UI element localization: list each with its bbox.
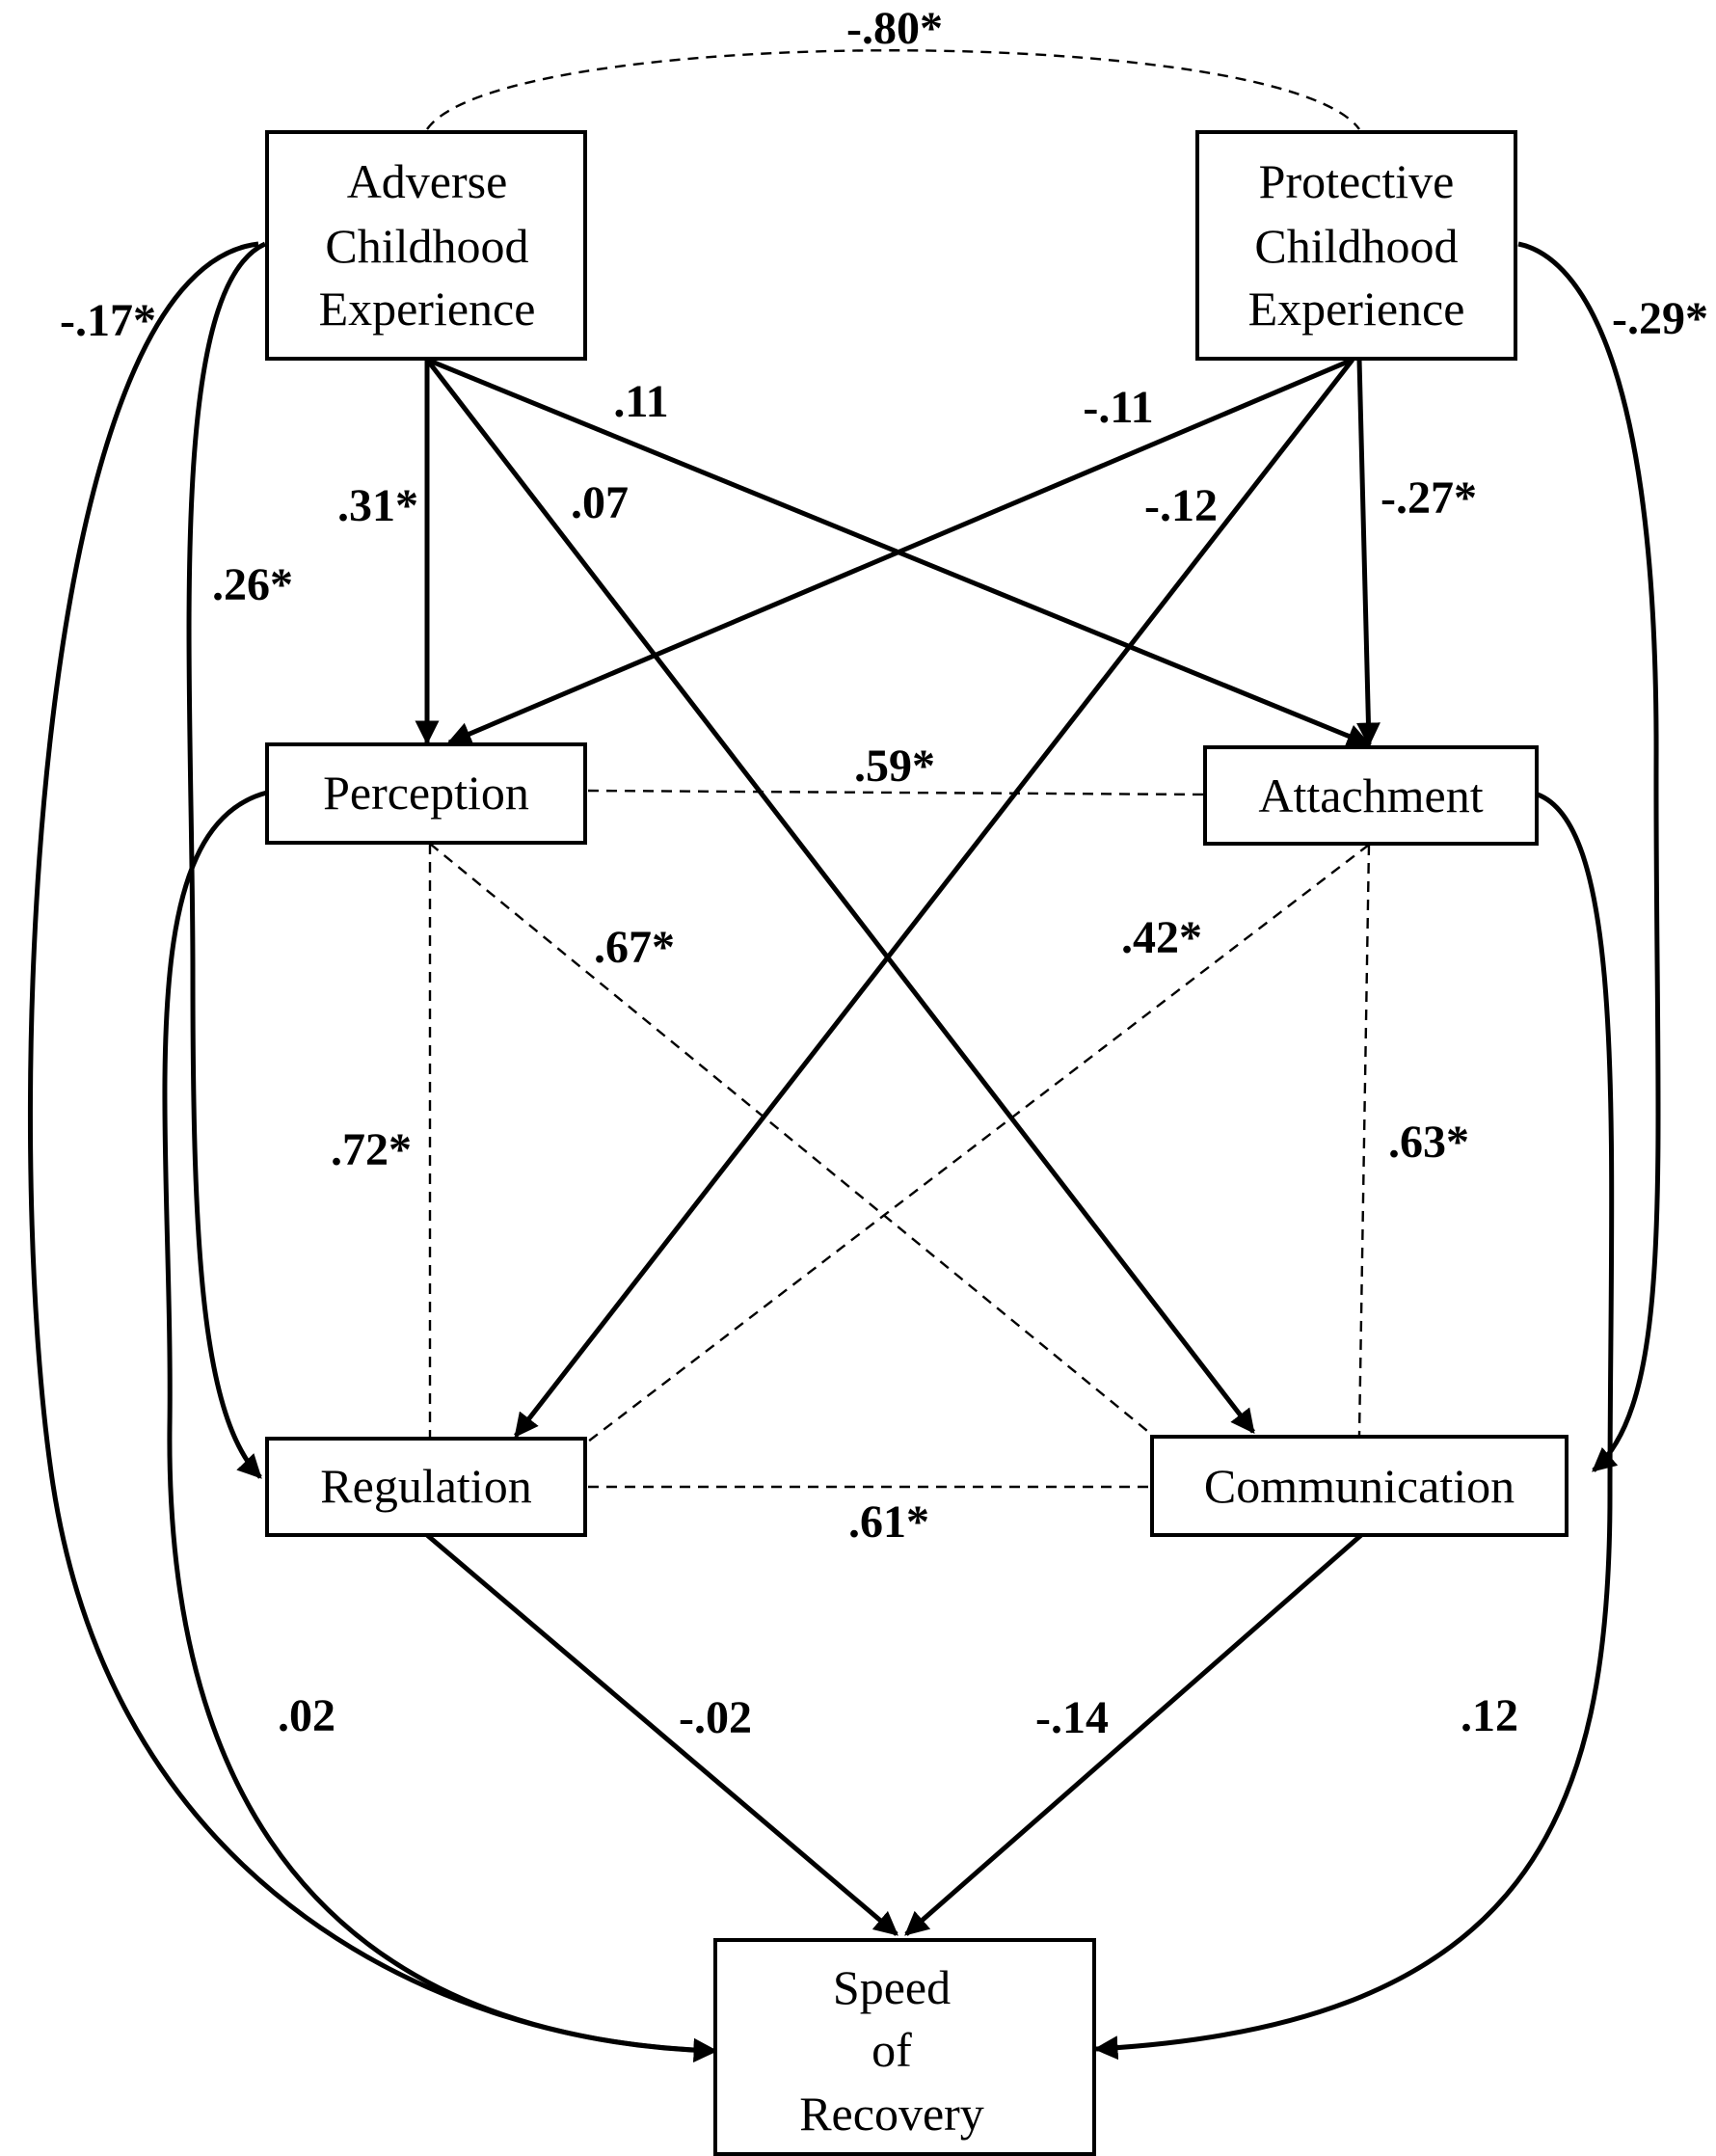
coef-ace-perception: .31* [337,480,418,531]
node-label-line: Adverse [347,154,508,208]
path-perception-recovery [162,790,718,2062]
path-communication-recovery [904,1533,1363,1936]
correlation-perception-communication [429,843,1153,1436]
coef-perception-attachment: .59* [854,741,935,792]
node-label-line: Perception [323,766,529,820]
coef-perception-regulation: .72* [331,1124,412,1175]
coef-pce-attachment: -.27* [1381,472,1477,524]
node-adverse-childhood-experience: Adverse Childhood Experience [265,130,587,361]
node-label-line: Protective [1259,154,1455,208]
path-pce-communication [1517,241,1661,1472]
coef-perception-communication: .67* [594,922,675,973]
coef-ace-regulation: .26* [212,559,293,610]
node-regulation: Regulation [265,1437,587,1537]
coef-pce-communication: -.29* [1612,293,1708,344]
correlation-perception-attachment [587,789,1206,796]
path-ace-recovery [28,241,718,2062]
path-regulation-recovery [425,1533,898,1936]
node-label-line: of [871,2023,912,2077]
node-label-line: Communication [1204,1459,1515,1513]
coef-regulation-recovery: -.02 [679,1692,752,1743]
node-perception: Perception [265,742,587,845]
node-protective-childhood-experience: Protective Childhood Experience [1195,130,1517,361]
path-ace-regulation [186,241,267,1479]
coef-ace-attachment: .11 [613,376,668,427]
node-communication: Communication [1150,1435,1569,1537]
path-pce-attachment [1355,359,1381,747]
path-pce-regulation [514,358,1354,1438]
node-label-line: Experience [1248,282,1465,336]
coef-attachment-communication: .63* [1388,1117,1469,1168]
path-attachment-recovery [1093,792,1615,2061]
coef-pce-regulation: -.12 [1144,480,1218,531]
path-ace-communication [425,358,1255,1434]
node-speed-of-recovery: Speed of Recovery [713,1938,1096,2156]
correlation-attachment-regulation [587,844,1370,1442]
coef-attachment-recovery: .12 [1461,1690,1518,1741]
coef-ace-pce: -.80* [846,3,943,54]
node-label-line: Regulation [320,1459,531,1513]
node-label-line: Recovery [799,2087,984,2141]
node-label-line: Childhood [325,219,528,273]
correlation-attachment-communication [1357,844,1371,1436]
coef-ace-recovery: -.17* [60,295,156,346]
node-label-line: Experience [319,282,536,336]
correlation-ace-pce [426,49,1360,130]
coef-pce-perception: -.11 [1083,382,1153,433]
coef-perception-recovery: .02 [278,1690,335,1741]
coef-ace-communication: .07 [571,477,629,528]
node-label-line: Attachment [1258,768,1483,822]
coef-attachment-regulation: .42* [1121,912,1202,963]
node-label-line: Childhood [1254,219,1458,273]
node-label-line: Speed [833,1960,951,2014]
coef-regulation-communication: .61* [848,1496,929,1548]
node-attachment: Attachment [1203,745,1539,846]
path-pce-perception [446,357,1354,745]
coef-communication-recovery: -.14 [1035,1692,1109,1743]
